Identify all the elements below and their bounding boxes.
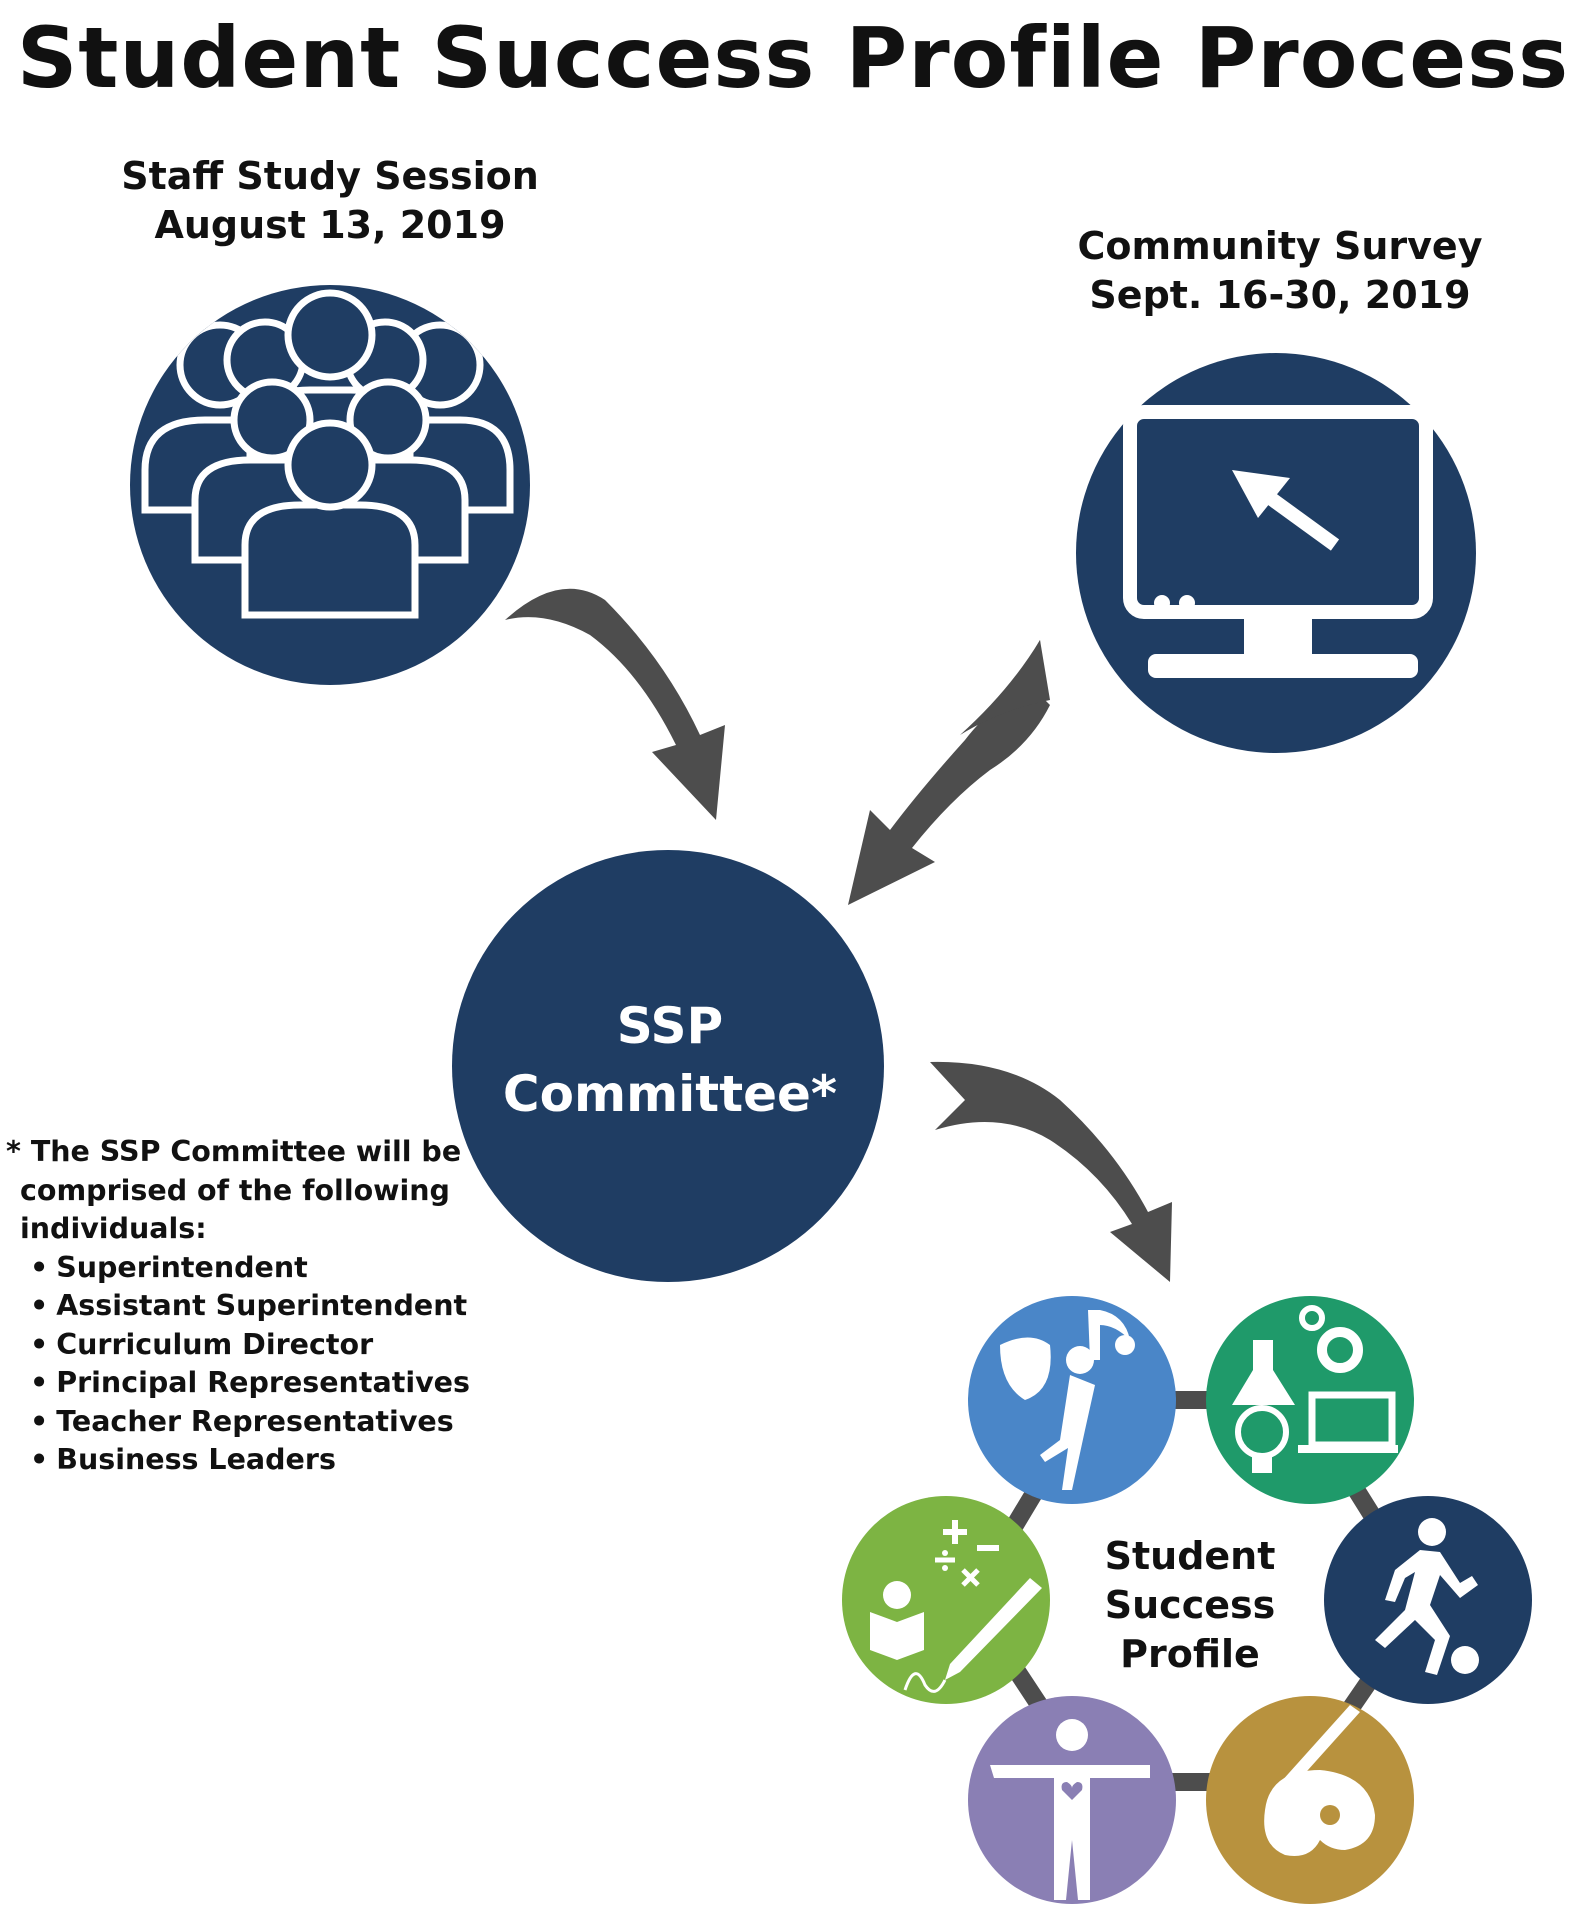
- profile-label-line3: Profile: [1120, 1632, 1260, 1676]
- committee-label-line1: SSP: [616, 997, 724, 1055]
- community-survey-date: Sept. 16-30, 2019: [1089, 273, 1471, 317]
- athletics-icon: [1375, 1518, 1479, 1675]
- committee-label-line2: Committee*: [502, 1065, 838, 1123]
- staff-session-node: [130, 285, 530, 685]
- member-item: Principal Representatives: [30, 1364, 470, 1403]
- science-technology-icon: [1232, 1305, 1398, 1473]
- wellness-segment: [968, 1696, 1176, 1904]
- community-survey-node: [1076, 353, 1476, 753]
- note-line-1: * The SSP Committee will be: [6, 1135, 462, 1168]
- arrow-survey-to-committee: [848, 640, 1050, 905]
- member-item: Assistant Superintendent: [30, 1287, 467, 1326]
- staff-session-title: Staff Study Session: [121, 154, 539, 198]
- note-line-3: individuals:: [20, 1212, 207, 1245]
- performing-arts-segment: [968, 1296, 1176, 1504]
- profile-label-line1: Student: [1104, 1534, 1276, 1578]
- arrow-staff-to-committee: [505, 588, 725, 820]
- athletics-segment: [1324, 1496, 1532, 1704]
- student-success-profile-ring: [842, 1296, 1532, 1904]
- academics-icon: [870, 1520, 1042, 1693]
- committee-label: SSP Committee*: [430, 992, 910, 1128]
- student-success-profile-label: Student Success Profile: [1070, 1532, 1310, 1679]
- committee-members-list: Superintendent Assistant Superintendent …: [6, 1249, 470, 1480]
- committee-members-note: * The SSP Committee will be comprised of…: [6, 1133, 470, 1480]
- note-line-2: comprised of the following: [20, 1173, 450, 1207]
- wellness-icon: [990, 1719, 1150, 1900]
- performing-arts-icon: [1000, 1310, 1135, 1490]
- member-item: Curriculum Director: [30, 1326, 446, 1365]
- member-item: Teacher Representatives: [30, 1403, 453, 1442]
- academics-segment: [842, 1496, 1050, 1704]
- staff-session-date: August 13, 2019: [154, 203, 506, 247]
- committee-circle: [452, 850, 884, 1282]
- visual-arts-segment: [1206, 1696, 1414, 1904]
- science-technology-segment: [1206, 1296, 1414, 1504]
- page-title: Student Success Profile Process: [16, 9, 1570, 107]
- member-item: Business Leaders: [30, 1441, 446, 1480]
- computer-monitor-icon: [1123, 405, 1433, 678]
- visual-arts-icon: [1264, 1705, 1375, 1856]
- community-survey-title: Community Survey: [1077, 224, 1483, 268]
- profile-label-line2: Success: [1104, 1583, 1276, 1627]
- staff-session-label: Staff Study Session August 13, 2019: [120, 152, 540, 250]
- member-item: Superintendent: [30, 1249, 446, 1288]
- cursor-arrow-icon: [1232, 470, 1340, 551]
- community-survey-label: Community Survey Sept. 16-30, 2019: [1070, 222, 1490, 320]
- community-survey-circle: [1076, 353, 1476, 753]
- arrow-committee-to-profile: [930, 1061, 1172, 1282]
- group-of-people-icon: [141, 289, 514, 619]
